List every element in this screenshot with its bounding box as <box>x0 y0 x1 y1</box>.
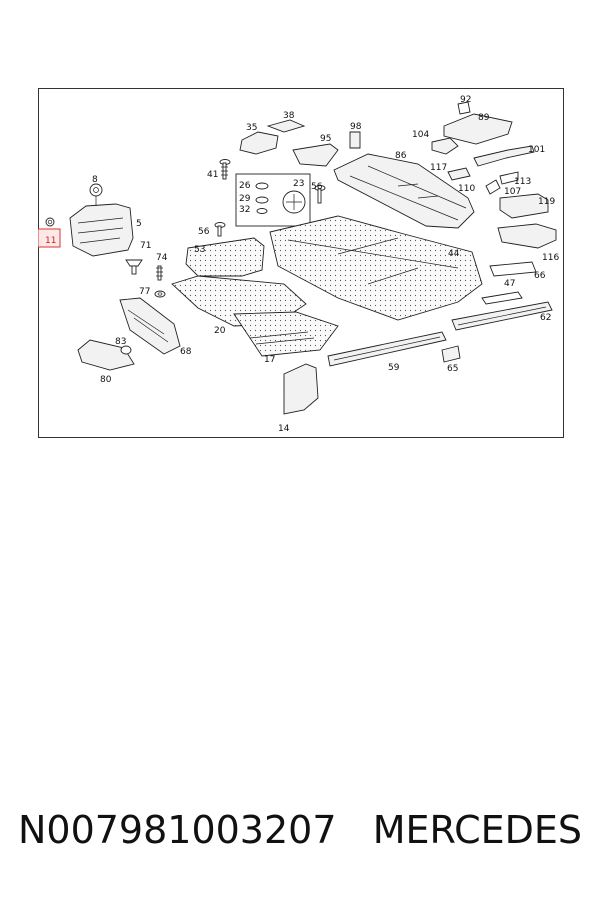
svg-text:66: 66 <box>534 271 546 281</box>
svg-text:77: 77 <box>139 287 150 297</box>
part-trim-68[interactable] <box>119 297 181 355</box>
svg-text:17: 17 <box>264 355 275 365</box>
svg-text:35: 35 <box>246 123 257 133</box>
svg-text:5: 5 <box>136 219 142 229</box>
svg-text:53: 53 <box>194 245 205 255</box>
svg-text:32: 32 <box>239 205 250 215</box>
svg-text:8: 8 <box>92 175 98 185</box>
svg-text:101: 101 <box>528 145 545 155</box>
svg-text:92: 92 <box>460 95 471 105</box>
diagram-frame <box>38 88 564 438</box>
svg-text:47: 47 <box>504 279 515 289</box>
svg-text:56: 56 <box>198 227 210 237</box>
svg-text:116: 116 <box>542 253 559 263</box>
svg-text:110: 110 <box>458 184 475 194</box>
svg-text:14: 14 <box>278 424 290 434</box>
svg-text:26: 26 <box>239 181 251 191</box>
svg-text:41: 41 <box>207 170 218 180</box>
part-top-brackets[interactable] <box>239 119 361 167</box>
part-right-components[interactable] <box>431 101 557 249</box>
part-trim-14[interactable] <box>283 363 319 415</box>
part-label-11: 11 <box>45 236 56 246</box>
svg-text:80: 80 <box>100 375 112 385</box>
part-floor-mat-17[interactable] <box>233 311 339 357</box>
svg-text:71: 71 <box>140 241 151 251</box>
part-clip-kit[interactable] <box>235 173 311 227</box>
svg-text:44: 44 <box>448 249 460 259</box>
svg-text:113: 113 <box>514 177 531 187</box>
svg-text:117: 117 <box>430 163 447 173</box>
svg-text:29: 29 <box>239 194 251 204</box>
svg-text:89: 89 <box>478 113 490 123</box>
part-left-wheelhouse-trim[interactable] <box>69 183 134 257</box>
part-sill-strips[interactable] <box>327 261 553 367</box>
part-screws[interactable] <box>214 159 326 237</box>
svg-text:119: 119 <box>538 197 555 207</box>
part-rear-floor-panel[interactable] <box>333 153 475 229</box>
part-bracket-80[interactable] <box>77 339 135 371</box>
svg-text:23: 23 <box>293 179 304 189</box>
svg-text:65: 65 <box>447 364 458 374</box>
svg-text:20: 20 <box>214 326 226 336</box>
svg-text:62: 62 <box>540 313 551 323</box>
svg-text:83: 83 <box>115 337 126 347</box>
svg-text:38: 38 <box>283 111 295 121</box>
svg-text:86: 86 <box>395 151 407 161</box>
part-caption: N007981003207 MERCEDES <box>0 808 600 852</box>
part-center-floor[interactable] <box>269 215 483 321</box>
svg-text:98: 98 <box>350 122 362 132</box>
svg-text:74: 74 <box>156 253 168 263</box>
svg-text:59: 59 <box>388 363 400 373</box>
part-labels: 92 89 38 35 95 98 104 101 86 117 41 26 2… <box>45 95 559 434</box>
svg-text:95: 95 <box>320 134 331 144</box>
parts-exploded-diagram: 92 89 38 35 95 98 104 101 86 117 41 26 2… <box>38 95 559 434</box>
svg-text:107: 107 <box>504 187 521 197</box>
part-fasteners-left[interactable] <box>125 259 166 298</box>
part-number-text: N007981003207 <box>17 808 337 852</box>
svg-text:104: 104 <box>412 130 429 140</box>
svg-text:68: 68 <box>180 347 192 357</box>
part-11-highlight[interactable] <box>38 217 61 248</box>
brand-text: MERCEDES <box>372 808 583 852</box>
svg-text:56: 56 <box>311 182 323 192</box>
